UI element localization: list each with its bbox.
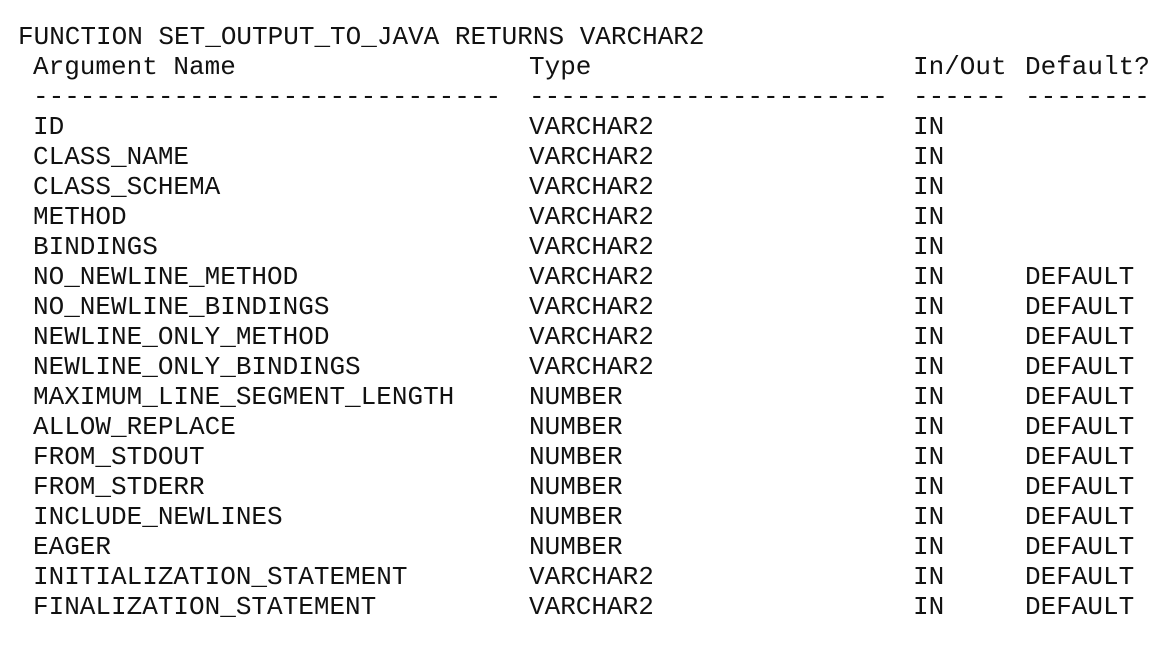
cell-argument-name: METHOD (33, 202, 127, 232)
cell-argument-name: BINDINGS (33, 232, 158, 262)
cell-in-out: IN (913, 532, 945, 562)
cell-type: NUMBER (529, 382, 623, 412)
cell-argument-name: MAXIMUM_LINE_SEGMENT_LENGTH (33, 382, 455, 412)
table-row: MAXIMUM_LINE_SEGMENT_LENGTH NUMBER IN DEFAU… (18, 382, 1168, 412)
terminal-output: FUNCTION SET_OUTPUT_TO_JAVA RETURNS VARC… (18, 22, 1168, 622)
cell-default: DEFAULT (1025, 472, 1135, 502)
cell-argument-name: NEWLINE_ONLY_METHOD (33, 322, 330, 352)
table-row: CLASS_SCHEMA VARCHAR2 IN (18, 172, 1168, 202)
cell-default: DEFAULT (1025, 352, 1135, 382)
table-row: NO_NEWLINE_METHOD VARCHAR2 IN DEFAULT (18, 262, 1168, 292)
cell-type: VARCHAR2 (529, 562, 654, 592)
cell-default: DEFAULT (1025, 502, 1135, 532)
cell-argument-name: ID (33, 112, 65, 142)
cell-in-out: IN (913, 562, 945, 592)
cell-in-out: IN (913, 322, 945, 352)
cell-argument-name: FROM_STDOUT (33, 442, 205, 472)
table-row: ALLOW_REPLACE NUMBER IN DEFAULT (18, 412, 1168, 442)
cell-argument-name: CLASS_SCHEMA (33, 172, 221, 202)
cell-argument-name: INCLUDE_NEWLINES (33, 502, 283, 532)
cell-type: VARCHAR2 (529, 142, 654, 172)
table-row: FROM_STDOUT NUMBER IN DEFAULT (18, 442, 1168, 472)
cell-type: VARCHAR2 (529, 292, 654, 322)
cell-in-out: IN (913, 142, 945, 172)
cell-default: DEFAULT (1025, 442, 1135, 472)
separator-type: ----------------------- (529, 82, 888, 112)
cell-in-out: IN (913, 412, 945, 442)
cell-default: DEFAULT (1025, 592, 1135, 622)
cell-in-out: IN (913, 442, 945, 472)
cell-type: VARCHAR2 (529, 592, 654, 622)
cell-argument-name: INITIALIZATION_STATEMENT (33, 562, 408, 592)
cell-default: DEFAULT (1025, 322, 1135, 352)
cell-in-out: IN (913, 292, 945, 322)
cell-in-out: IN (913, 592, 945, 622)
table-row: CLASS_NAME VARCHAR2 IN (18, 142, 1168, 172)
column-header-row: Argument Name Type In/Out Default? (18, 52, 1168, 82)
cell-type: VARCHAR2 (529, 172, 654, 202)
table-row: NEWLINE_ONLY_METHOD VARCHAR2 IN DEFAULT (18, 322, 1168, 352)
cell-type: VARCHAR2 (529, 322, 654, 352)
cell-type: VARCHAR2 (529, 112, 654, 142)
table-row: NEWLINE_ONLY_BINDINGS VARCHAR2 IN DEFAULT (18, 352, 1168, 382)
cell-argument-name: CLASS_NAME (33, 142, 190, 172)
cell-type: NUMBER (529, 472, 623, 502)
cell-type: NUMBER (529, 532, 623, 562)
cell-in-out: IN (913, 112, 945, 142)
cell-in-out: IN (913, 232, 945, 262)
cell-argument-name: ALLOW_REPLACE (33, 412, 236, 442)
cell-default: DEFAULT (1025, 382, 1135, 412)
column-header-type: Type (529, 52, 592, 82)
cell-argument-name: NO_NEWLINE_METHOD (33, 262, 299, 292)
cell-default: DEFAULT (1025, 262, 1135, 292)
cell-in-out: IN (913, 472, 945, 502)
cell-type: NUMBER (529, 502, 623, 532)
cell-type: VARCHAR2 (529, 352, 654, 382)
column-header-argument-name: Argument Name (33, 52, 236, 82)
cell-argument-name: EAGER (33, 532, 112, 562)
cell-type: VARCHAR2 (529, 202, 654, 232)
table-row: FINALIZATION_STATEMENT VARCHAR2 IN DEFAULT (18, 592, 1168, 622)
table-row: BINDINGS VARCHAR2 IN (18, 232, 1168, 262)
cell-default: DEFAULT (1025, 412, 1135, 442)
table-row: INCLUDE_NEWLINES NUMBER IN DEFAULT (18, 502, 1168, 532)
cell-default: DEFAULT (1025, 532, 1135, 562)
separator-in-out: ------ (913, 82, 1007, 112)
table-row: ID VARCHAR2 IN (18, 112, 1168, 142)
table-row: INITIALIZATION_STATEMENT VARCHAR2 IN DEFAUL… (18, 562, 1168, 592)
separator-row: ------------------------------ ---------… (18, 82, 1168, 112)
cell-in-out: IN (913, 202, 945, 232)
column-header-default: Default? (1025, 52, 1150, 82)
cell-argument-name: FINALIZATION_STATEMENT (33, 592, 377, 622)
table-row: NO_NEWLINE_BINDINGS VARCHAR2 IN DEFAULT (18, 292, 1168, 322)
separator-argument-name: ------------------------------ (33, 82, 502, 112)
cell-in-out: IN (913, 172, 945, 202)
table-row: METHOD VARCHAR2 IN (18, 202, 1168, 232)
cell-default: DEFAULT (1025, 562, 1135, 592)
cell-argument-name: NO_NEWLINE_BINDINGS (33, 292, 330, 322)
separator-default: -------- (1025, 82, 1150, 112)
column-header-in-out: In/Out (913, 52, 1007, 82)
cell-argument-name: NEWLINE_ONLY_BINDINGS (33, 352, 361, 382)
cell-in-out: IN (913, 262, 945, 292)
table-row: EAGER NUMBER IN DEFAULT (18, 532, 1168, 562)
cell-in-out: IN (913, 352, 945, 382)
cell-default: DEFAULT (1025, 292, 1135, 322)
table-row: FROM_STDERR NUMBER IN DEFAULT (18, 472, 1168, 502)
cell-type: NUMBER (529, 442, 623, 472)
cell-in-out: IN (913, 382, 945, 412)
cell-type: VARCHAR2 (529, 232, 654, 262)
cell-type: VARCHAR2 (529, 262, 654, 292)
cell-in-out: IN (913, 502, 945, 532)
function-signature: FUNCTION SET_OUTPUT_TO_JAVA RETURNS VARC… (18, 22, 705, 52)
cell-type: NUMBER (529, 412, 623, 442)
cell-argument-name: FROM_STDERR (33, 472, 205, 502)
